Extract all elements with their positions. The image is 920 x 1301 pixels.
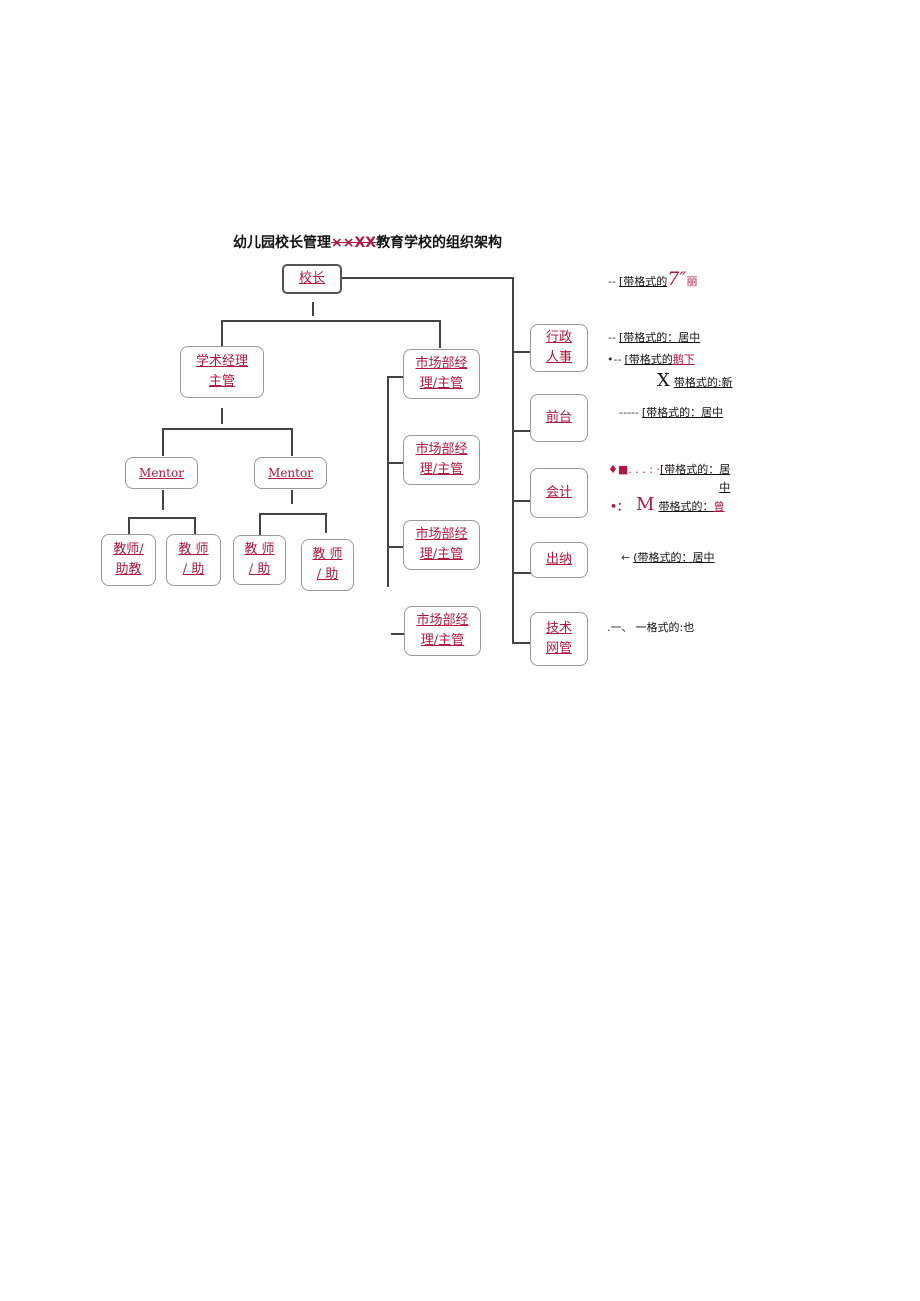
node-academic-manager: 学术经理 主管 — [180, 346, 264, 398]
line-m1-right — [194, 517, 196, 534]
node-mentor-2: Mentor — [254, 457, 327, 489]
node-tech-it: 技术 网管 — [530, 612, 588, 666]
line-market-3 — [387, 546, 404, 548]
node-market-1: 市场部经 理/主管 — [403, 349, 480, 399]
line-m2-left — [259, 513, 261, 535]
node-teacher-3: 教 师 / 助 — [233, 535, 286, 585]
line-m2-right — [325, 513, 327, 533]
line-mentor2-down — [291, 490, 293, 504]
note-9: .一、一格式的:也 — [607, 621, 695, 634]
line-top-right-drop — [439, 320, 441, 348]
line-mentor1-drop — [162, 428, 164, 456]
title-strike: ××XX — [331, 235, 377, 251]
line-mentor2-drop — [291, 428, 293, 456]
line-market-trunk — [387, 376, 389, 587]
line-principal-down — [312, 302, 314, 316]
line-top-bar — [221, 320, 440, 322]
note-5: -----[带格式的：居中 — [619, 406, 724, 419]
line-mentor1-down — [162, 490, 164, 510]
node-cashier: 出纳 — [530, 542, 588, 578]
line-right-trunk — [512, 277, 514, 643]
line-branch-cashier — [512, 572, 531, 574]
note-3: •--[带格式的鹅下 — [607, 353, 695, 366]
note-1: --[带格式的7″丽 — [608, 268, 698, 290]
line-branch-tech — [512, 642, 531, 644]
line-m1-bar — [128, 517, 195, 519]
node-market-3: 市场部经 理/主管 — [403, 520, 480, 570]
node-mentor-1: Mentor — [125, 457, 198, 489]
title-tail: 教育学校的组织架构 — [376, 235, 503, 251]
node-market-2: 市场部经 理/主管 — [403, 435, 480, 485]
node-teacher-2: 教 师 / 助 — [166, 534, 221, 586]
node-principal: 校长 — [282, 264, 342, 294]
note-8: ←(带格式的：居中 — [621, 551, 715, 564]
line-branch-admin — [512, 351, 531, 353]
note-6: ♦■. . . : ·[带格式的：居 中 — [608, 463, 731, 494]
line-m2-bar — [259, 513, 326, 515]
line-m1-left — [128, 517, 130, 534]
line-top-left-drop — [221, 320, 223, 346]
node-admin-hr: 行政 人事 — [530, 324, 588, 372]
note-2: --[带格式的：居中 — [608, 331, 701, 344]
title-main: 幼儿园校长管理 — [233, 235, 331, 251]
line-branch-front — [512, 430, 531, 432]
line-market-top — [387, 376, 404, 378]
node-front-desk: 前台 — [530, 394, 588, 442]
line-branch-account — [512, 500, 531, 502]
diagram-title: 幼儿园校长管理××XX教育学校的组织架构 — [233, 232, 502, 252]
line-market-2 — [387, 462, 404, 464]
line-market-4 — [391, 633, 404, 635]
line-mentor-bar — [162, 428, 292, 430]
line-academic-down — [221, 408, 223, 424]
line-principal-right — [342, 277, 513, 279]
node-accountant: 会计 — [530, 468, 588, 518]
node-teacher-4: 教 师 / 助 — [301, 539, 354, 591]
node-market-4: 市场部经 理/主管 — [404, 606, 481, 656]
node-teacher-1: 教师/ 助教 — [101, 534, 156, 586]
